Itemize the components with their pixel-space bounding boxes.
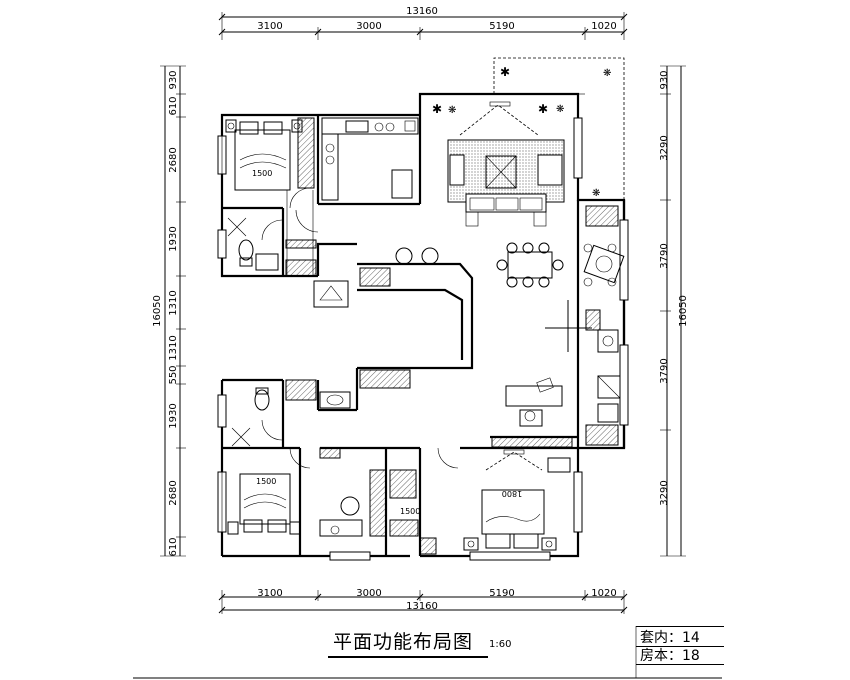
info-label-2: 房本： (640, 648, 682, 662)
top-dimension-4: 1020 (591, 21, 616, 32)
left-dimension-2: 610 (168, 96, 179, 115)
right-dimension-1: 930 (659, 70, 670, 89)
left-total-dimension: 16050 (152, 295, 163, 327)
bed-size-label-2: 1500 (256, 477, 276, 486)
left-dimension-10: 610 (168, 537, 179, 556)
plant-icon: ✱ (538, 102, 548, 116)
info-line-top (636, 626, 724, 627)
top-dimension-3: 5190 (489, 21, 514, 32)
left-dimension-6: 1310 (168, 335, 179, 360)
right-dimension-4: 3790 (659, 358, 670, 383)
left-dimension-4: 1930 (168, 226, 179, 251)
drawing-title: 平面功能布局图 (333, 631, 474, 653)
left-dimension-5: 1310 (168, 290, 179, 315)
bottom-dimension-lines (218, 590, 628, 614)
windows (217, 117, 629, 561)
bottom-dimension-1: 3100 (257, 588, 282, 599)
interior-walls (222, 190, 626, 556)
top-dimension-2: 3000 (356, 21, 381, 32)
right-dimension-lines (660, 65, 686, 557)
upper-bedroom-furniture (225, 117, 315, 191)
upper-bathroom-furniture (227, 217, 279, 271)
plant-icon: ❋ (448, 105, 456, 116)
plant-icon: ❋ (592, 188, 600, 199)
top-dimension-1: 3100 (257, 21, 282, 32)
info-label-1: 套内： (640, 630, 682, 644)
left-dimension-9: 2680 (168, 480, 179, 505)
info-line-middle (636, 646, 724, 647)
right-dimension-5: 3290 (659, 480, 670, 505)
bottom-dimension-2: 3000 (356, 588, 381, 599)
living-room-furniture: ✱ ✱ ❋ ❋ ✱ ❋ ❋ (432, 65, 611, 227)
study-furniture (505, 377, 563, 427)
right-dimension-2: 3290 (659, 135, 670, 160)
top-total-dimension: 13160 (406, 6, 438, 17)
kitchen-furniture (321, 117, 419, 201)
left-dimension-lines (160, 65, 186, 557)
top-dimension-lines (218, 12, 628, 40)
info-row-2: 房本：18 (640, 645, 722, 662)
title-underline (328, 656, 488, 658)
info-row-1: 套内：14 (640, 627, 722, 644)
left-dimension-3: 2680 (168, 147, 179, 172)
right-total-dimension: 16050 (678, 295, 689, 327)
bottom-total-dimension: 13160 (406, 601, 438, 612)
right-dimension-3: 3790 (659, 243, 670, 268)
balcony (493, 57, 625, 200)
plant-icon: ✱ (432, 102, 442, 116)
left-dimension-1: 930 (168, 70, 179, 89)
plant-icon: ❋ (603, 68, 611, 79)
bed-size-label-4: 1800 (502, 489, 522, 498)
left-dimension-7: 550 (168, 365, 179, 384)
structural-columns (285, 205, 619, 555)
info-line-bottom (636, 664, 724, 665)
left-dimension-8: 1930 (168, 403, 179, 428)
doors (261, 187, 459, 469)
bottom-dimension-4: 1020 (591, 588, 616, 599)
lower-bathroom-furniture (231, 387, 351, 447)
lower-left-bedroom-furniture (227, 473, 301, 535)
plant-icon: ✱ (500, 65, 510, 79)
info-value-2: 18 (682, 648, 700, 662)
master-bedroom-furniture (463, 449, 571, 551)
info-value-1: 14 (682, 630, 700, 644)
lower-middle-furniture (319, 469, 419, 537)
hall-elements (313, 280, 621, 423)
plant-icon: ❋ (556, 104, 564, 115)
bed-size-label-3: 1500 (400, 507, 420, 516)
drawing-scale: 1:60 (489, 639, 512, 650)
bed-size-label-1: 1500 (252, 169, 272, 178)
dining-furniture (395, 242, 625, 288)
bottom-dimension-3: 5190 (489, 588, 514, 599)
